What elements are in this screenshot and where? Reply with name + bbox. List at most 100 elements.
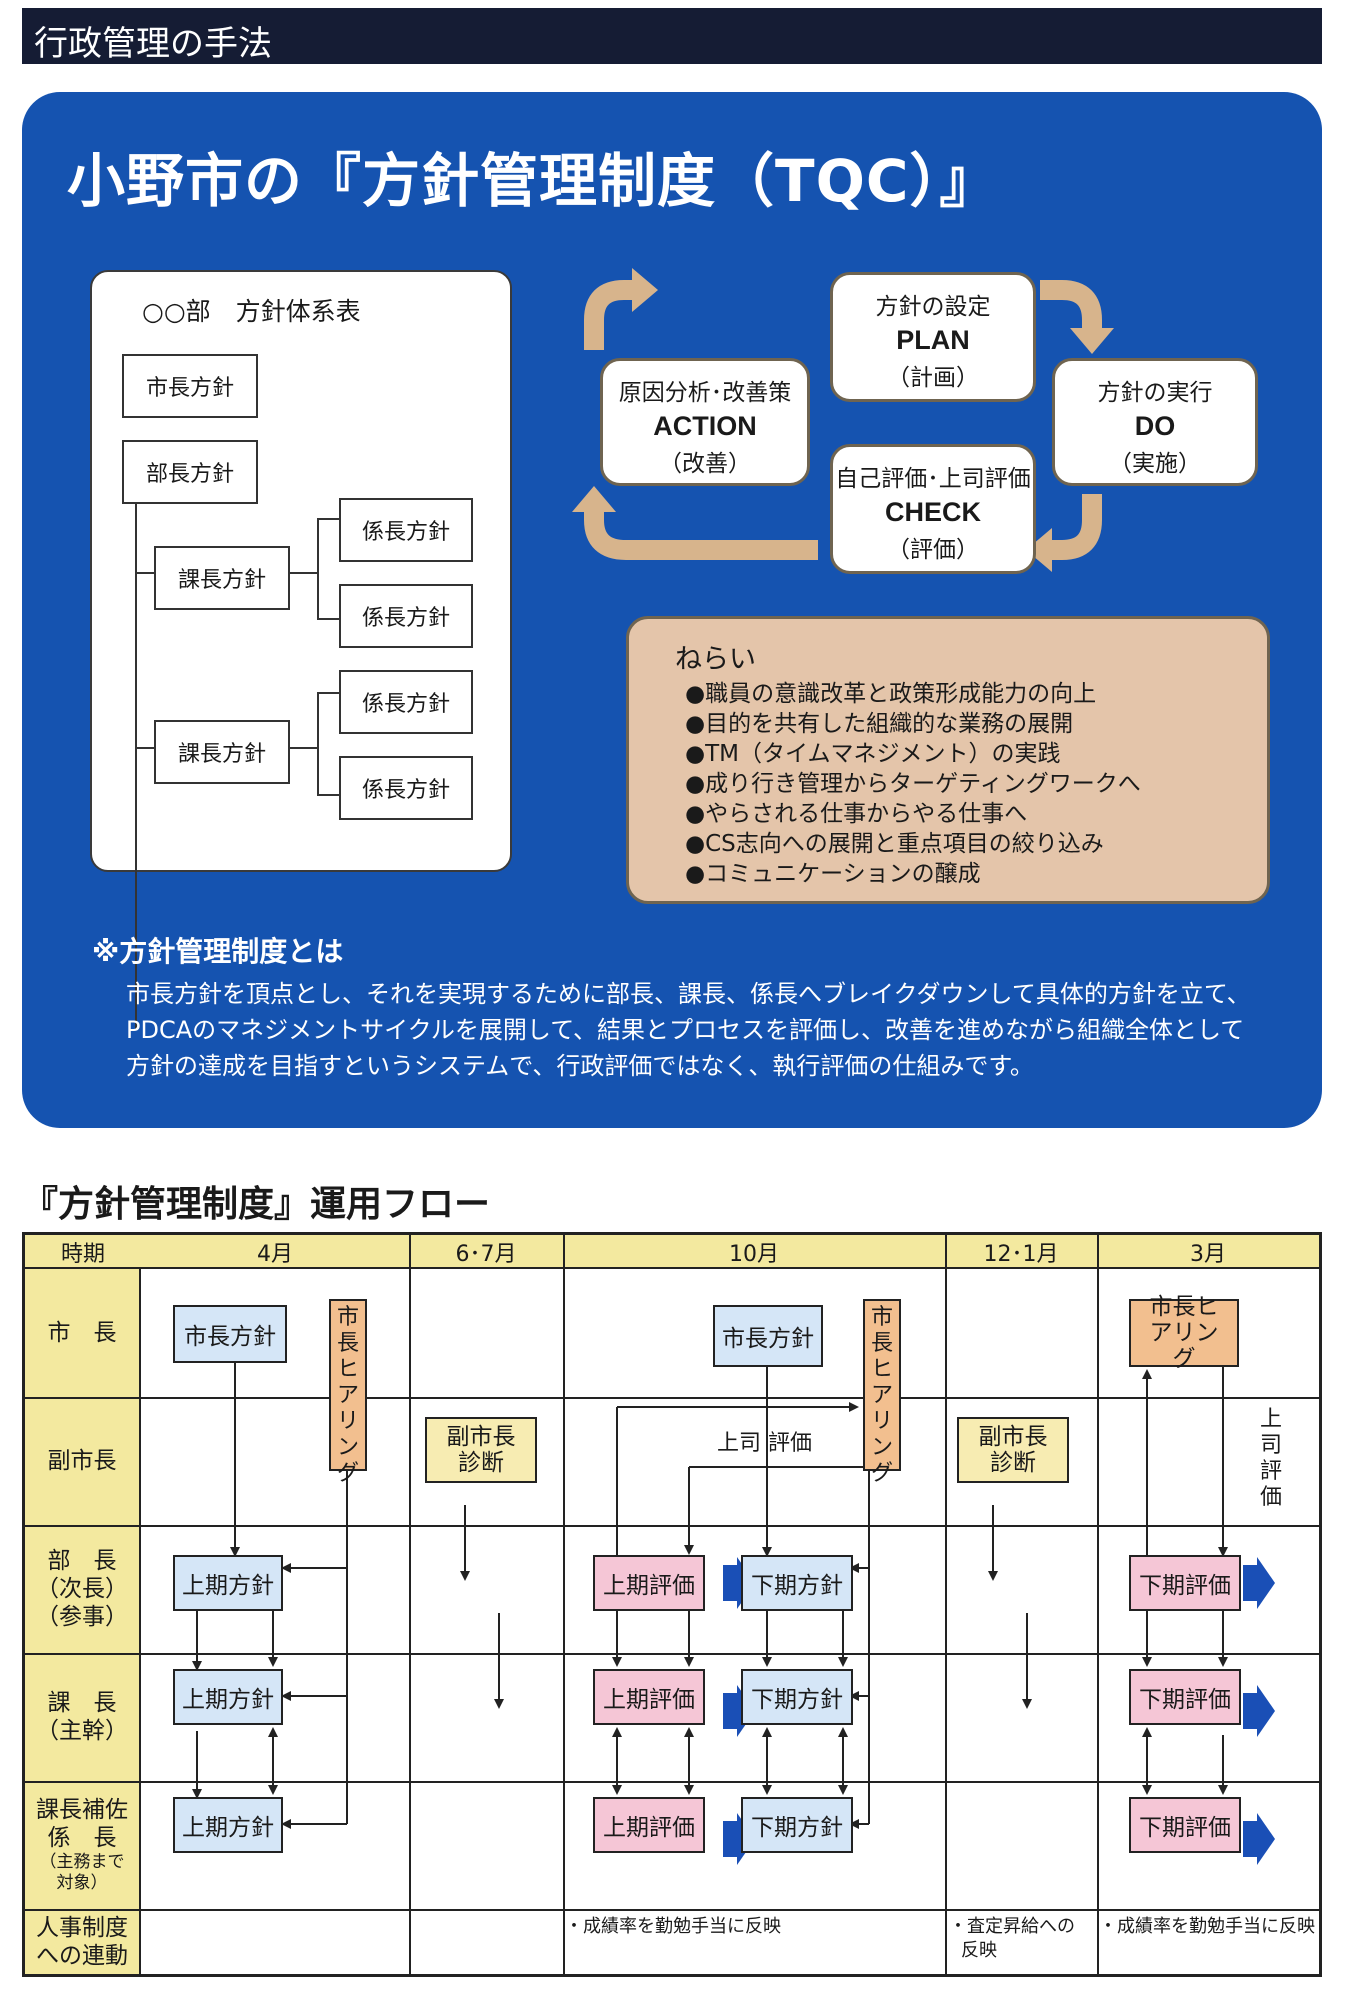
tree-node-chief-2: 係長方針	[339, 584, 473, 648]
col-apr: 4月	[257, 1242, 293, 1267]
tree-connector	[317, 518, 339, 520]
mayor-hearing-apr-text: 市長ヒアリング	[336, 1305, 359, 1486]
pdca-plan-note: （計画）	[887, 365, 979, 391]
definition-text: 市長方針を頂点とし、それを実現するために部長、課長、係長へブレイクダウンして具体…	[126, 980, 1251, 1080]
row-director-label: 部 長	[47, 1548, 117, 1574]
tree-connector	[317, 692, 319, 796]
row-assistant-label: 課長補佐	[36, 1797, 128, 1823]
tqc-panel: 小野市の『方針管理制度（TQC）』 ○○部 方針体系表 市長方針 部長方針 課長…	[22, 92, 1322, 1128]
aim-item: ●職員の意識改革と政策形成能力の向上	[685, 681, 1097, 707]
first-half-eval-director: 上期評価	[593, 1555, 705, 1611]
first-half-policy-director: 上期方針	[173, 1555, 283, 1611]
pdca-action: 原因分析･改善策 ACTION （改善）	[600, 358, 810, 486]
tree-connector	[135, 747, 169, 749]
tree-connector	[287, 572, 317, 574]
pdca-do-note: （実施）	[1109, 451, 1201, 477]
tree-node-section-b: 課長方針	[154, 720, 290, 784]
row-hr-label1: 人事制度	[36, 1914, 128, 1941]
cycle-arrow-do-to-check	[1052, 494, 1102, 560]
row-divider	[25, 1909, 1319, 1911]
tree-connector	[317, 518, 319, 620]
tree-node-chief-4: 係長方針	[339, 756, 473, 820]
second-half-eval-section: 下期評価	[1129, 1669, 1241, 1725]
section-header: 行政管理の手法	[22, 8, 1322, 64]
row-section-chief: 課 長 （主幹）	[25, 1653, 141, 1781]
pdca-action-note: （改善）	[659, 451, 751, 477]
col-dec-jan: 12･1月	[983, 1242, 1059, 1267]
row-director-sub1: （次長）	[36, 1576, 128, 1602]
pdca-plan-label: PLAN	[896, 325, 970, 355]
row-divider	[25, 1525, 1319, 1527]
pdca-do-name: 方針の実行	[1097, 380, 1213, 406]
second-half-eval-director: 下期評価	[1129, 1555, 1241, 1611]
first-half-eval-section: 上期評価	[593, 1669, 705, 1725]
hr-note-dec-1: ・査定昇給への	[949, 1916, 1075, 1937]
pdca-plan-name: 方針の設定	[875, 294, 991, 320]
mayor-policy-oct: 市長方針	[713, 1305, 823, 1367]
mayor-policy-apr: 市長方針	[173, 1305, 287, 1363]
policy-tree-title: ○○部 方針体系表	[142, 297, 361, 326]
tree-connector	[317, 692, 339, 694]
aim-item: ●TM（タイムマネジメント）の実践	[685, 741, 1061, 767]
tree-connector	[135, 490, 137, 1030]
operation-flow-table: 時期 4月 6･7月 10月 12･1月 3月 市 長 副市長 部 長 （次長）…	[22, 1232, 1322, 1977]
tree-connector	[135, 572, 169, 574]
cycle-arrow-plan-to-do	[1040, 280, 1102, 328]
mayor-hearing-oct: 市長ヒアリング	[863, 1299, 901, 1486]
tree-node-chief-3: 係長方針	[339, 670, 473, 734]
tree-connector	[317, 618, 339, 620]
aims-box: ねらい ●職員の意識改革と政策形成能力の向上 ●目的を共有した組織的な業務の展開…	[626, 616, 1270, 904]
hr-note-dec-2: 反映	[961, 1940, 997, 1961]
superior-eval-label: 上司 評価	[717, 1431, 812, 1456]
flow-title: 『方針管理制度』運用フロー	[22, 1184, 491, 1225]
row-vice-mayor: 副市長	[25, 1397, 141, 1525]
hr-note-mar: ・成績率を勤勉手当に反映	[1099, 1916, 1315, 1937]
aims-list: ●職員の意識改革と政策形成能力の向上 ●目的を共有した組織的な業務の展開 ●TM…	[685, 679, 1141, 889]
row-assistant-sub1: （主務まで	[39, 1852, 125, 1872]
row-assistant: 課長補佐 係 長 （主務まで 対象）	[25, 1781, 141, 1909]
cycle-arrow-action-to-plan	[584, 280, 632, 350]
aims-title: ねらい	[675, 644, 756, 675]
vice-mayor-diagnosis-dec: 副市長診断	[957, 1417, 1069, 1483]
second-half-eval-staff: 下期評価	[1129, 1797, 1241, 1853]
pdca-action-label: ACTION	[653, 411, 757, 441]
row-divider	[25, 1781, 1319, 1783]
row-mayor: 市 長	[25, 1269, 141, 1397]
pdca-check-name: 自己評価･上司評価	[835, 466, 1031, 492]
row-assistant-label2: 係 長	[47, 1825, 117, 1851]
row-section-label: 課 長	[47, 1690, 117, 1716]
tree-node-section-a: 課長方針	[154, 546, 290, 610]
section-header-title: 行政管理の手法	[34, 24, 272, 64]
policy-tree: ○○部 方針体系表 市長方針 部長方針 課長方針 課長方針 係長方針 係長方針 …	[90, 270, 512, 1030]
col-divider	[945, 1235, 947, 1974]
tree-node-mayor: 市長方針	[122, 354, 258, 418]
tree-node-director: 部長方針	[122, 440, 258, 504]
second-half-policy-director: 下期方針	[741, 1555, 853, 1611]
aim-item: ●コミュニケーションの醸成	[685, 861, 981, 887]
row-section-sub: （主幹）	[36, 1718, 128, 1744]
first-half-policy-section: 上期方針	[173, 1669, 283, 1725]
mayor-hearing-mar: 市長ヒアリング	[1129, 1294, 1239, 1372]
tree-connector	[287, 747, 317, 749]
tree-connector	[317, 794, 339, 796]
pdca-do: 方針の実行 DO （実施）	[1052, 358, 1258, 486]
vice-mayor-diagnosis-jun: 副市長診断	[425, 1417, 537, 1483]
pdca-do-label: DO	[1134, 411, 1176, 441]
row-vice-mayor-label: 副市長	[47, 1448, 117, 1474]
row-divider	[25, 1653, 1319, 1655]
col-divider	[563, 1235, 565, 1974]
aim-item: ●CS志向への展開と重点項目の絞り込み	[685, 831, 1104, 857]
panel-title: 小野市の『方針管理制度（TQC）』	[67, 147, 999, 215]
pdca-check-note: （評価）	[887, 537, 979, 563]
col-oct: 10月	[729, 1242, 779, 1267]
mayor-hearing-oct-text: 市長ヒアリング	[870, 1305, 893, 1486]
col-jun-jul: 6･7月	[455, 1242, 517, 1267]
first-half-policy-staff: 上期方針	[173, 1797, 283, 1853]
col-divider	[409, 1235, 411, 1974]
pdca-plan: 方針の設定 PLAN （計画）	[830, 272, 1036, 402]
aim-item: ●成り行き管理からターゲティングワークへ	[685, 771, 1141, 797]
hr-note-oct: ・成績率を勤勉手当に反映	[565, 1916, 781, 1937]
row-divider	[25, 1397, 1319, 1399]
definition-title: ※方針管理制度とは	[92, 935, 344, 968]
row-director-sub2: （参事）	[36, 1604, 128, 1630]
